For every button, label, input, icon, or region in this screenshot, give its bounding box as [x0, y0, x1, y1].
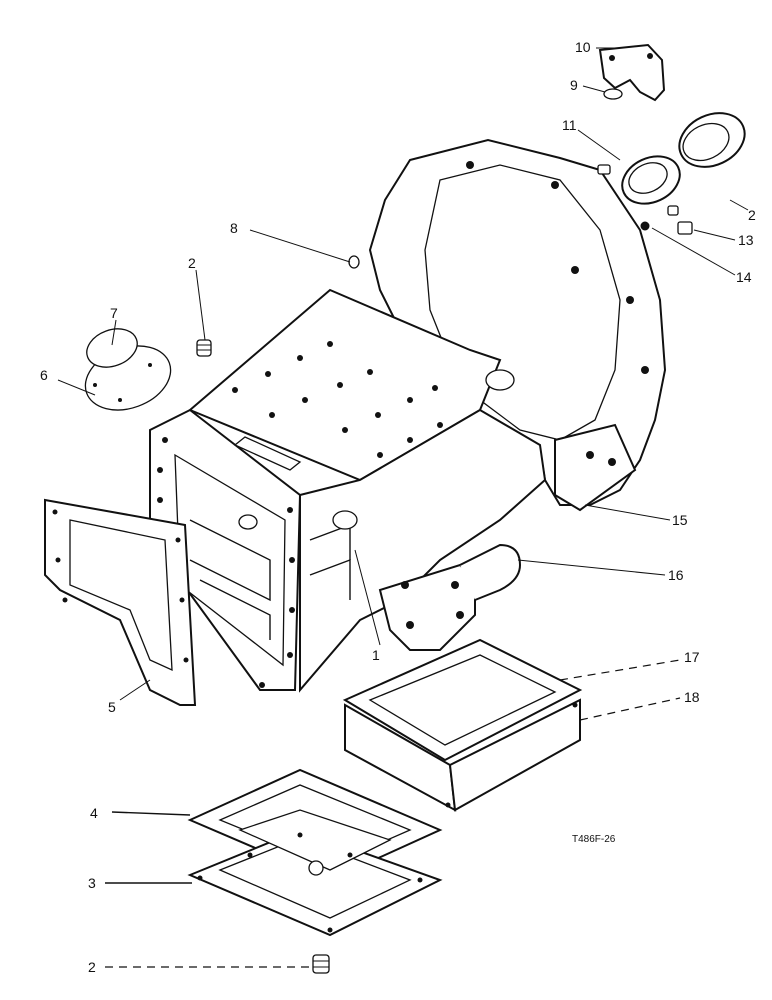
callout-18: 18 — [684, 689, 700, 705]
gasket-5 — [44, 498, 197, 706]
callout-2-bottom: 2 — [88, 959, 96, 975]
figure-code: T486F-26 — [572, 834, 616, 845]
callout-2-right: 2 — [748, 207, 756, 223]
carrier-11 — [597, 155, 681, 216]
drain-plug-bottom — [312, 954, 330, 974]
callout-3: 3 — [88, 875, 96, 891]
callout-4: 4 — [90, 805, 98, 821]
callout-16: 16 — [668, 567, 684, 583]
nut-14 — [640, 221, 650, 231]
release-fork-10 — [598, 43, 666, 102]
breather-8 — [348, 255, 360, 269]
callout-2-top: 2 — [188, 255, 196, 271]
sump-pan-3 — [187, 809, 443, 937]
callout-7: 7 — [110, 305, 118, 321]
callout-6: 6 — [40, 367, 48, 383]
drain-plug-top — [196, 339, 212, 357]
callout-14: 14 — [736, 269, 752, 285]
bracket-16 — [378, 543, 522, 651]
gasket-17 — [342, 638, 583, 762]
callout-10: 10 — [575, 39, 591, 55]
callout-17: 17 — [684, 649, 700, 665]
plate-18 — [344, 698, 581, 812]
callout-8: 8 — [230, 220, 238, 236]
callout-13: 13 — [738, 232, 754, 248]
callout-1: 1 — [372, 647, 380, 663]
washer-9 — [603, 88, 623, 100]
leader-lines — [57, 47, 749, 968]
bolt-13 — [677, 221, 693, 235]
bearing-2-right — [678, 112, 746, 168]
callout-5: 5 — [108, 699, 116, 715]
transmission-housing — [149, 138, 667, 693]
callout-15: 15 — [672, 512, 688, 528]
cover-plate-7-and-gasket-6 — [84, 328, 172, 411]
callout-9: 9 — [570, 77, 578, 93]
callout-11: 11 — [562, 117, 577, 133]
